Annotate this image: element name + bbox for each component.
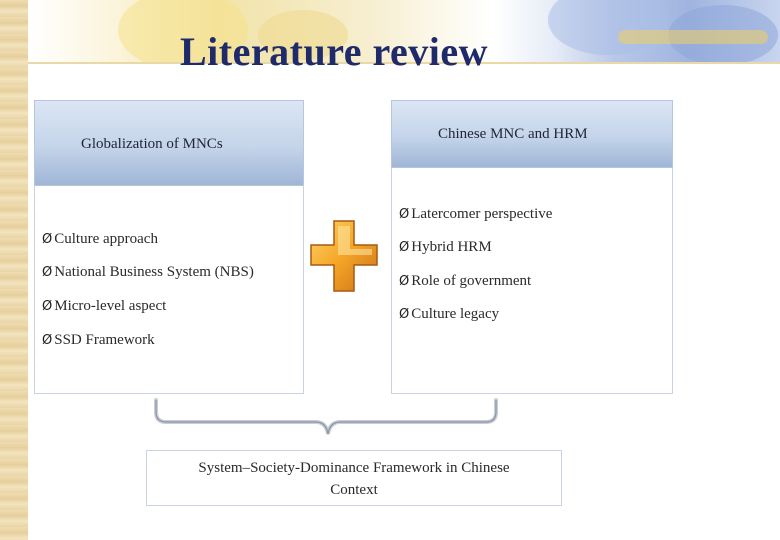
left-panel-header: Globalization of MNCs <box>34 100 304 186</box>
arrow-bullet-icon: Ø <box>42 232 53 247</box>
arrow-bullet-icon: Ø <box>399 207 410 222</box>
arrow-bullet-icon: Ø <box>42 333 53 348</box>
list-item-label: National Business System (NBS) <box>54 264 254 280</box>
page-title: Literature review <box>180 29 489 74</box>
result-box: System–Society-Dominance Framework in Ch… <box>146 450 562 506</box>
list-item-label: Micro-level aspect <box>54 298 167 314</box>
arrow-bullet-icon: Ø <box>399 274 410 289</box>
banner-rule <box>28 62 780 64</box>
result-line-2: Context <box>330 482 378 498</box>
list-item-label: Hybrid HRM <box>411 239 492 255</box>
right-panel-header: Chinese MNC and HRM <box>391 100 673 168</box>
result-line-1: System–Society-Dominance Framework in Ch… <box>198 460 510 476</box>
decorative-banner <box>28 0 780 62</box>
list-item-label: Culture approach <box>54 231 158 247</box>
arrow-bullet-icon: Ø <box>399 240 410 255</box>
list-item-label: Latercomer perspective <box>411 206 553 222</box>
plus-icon <box>310 220 378 292</box>
bracket-icon <box>154 398 498 435</box>
list-item-label: Role of government <box>411 273 532 289</box>
arrow-bullet-icon: Ø <box>42 265 53 280</box>
list-item-label: Culture legacy <box>411 306 500 322</box>
paper-texture-strip <box>0 0 28 540</box>
arrow-bullet-icon: Ø <box>42 299 53 314</box>
right-panel-header-label: Chinese MNC and HRM <box>438 126 588 142</box>
left-panel-header-label: Globalization of MNCs <box>81 136 223 152</box>
list-item-label: SSD Framework <box>54 332 155 348</box>
arrow-bullet-icon: Ø <box>399 307 410 322</box>
